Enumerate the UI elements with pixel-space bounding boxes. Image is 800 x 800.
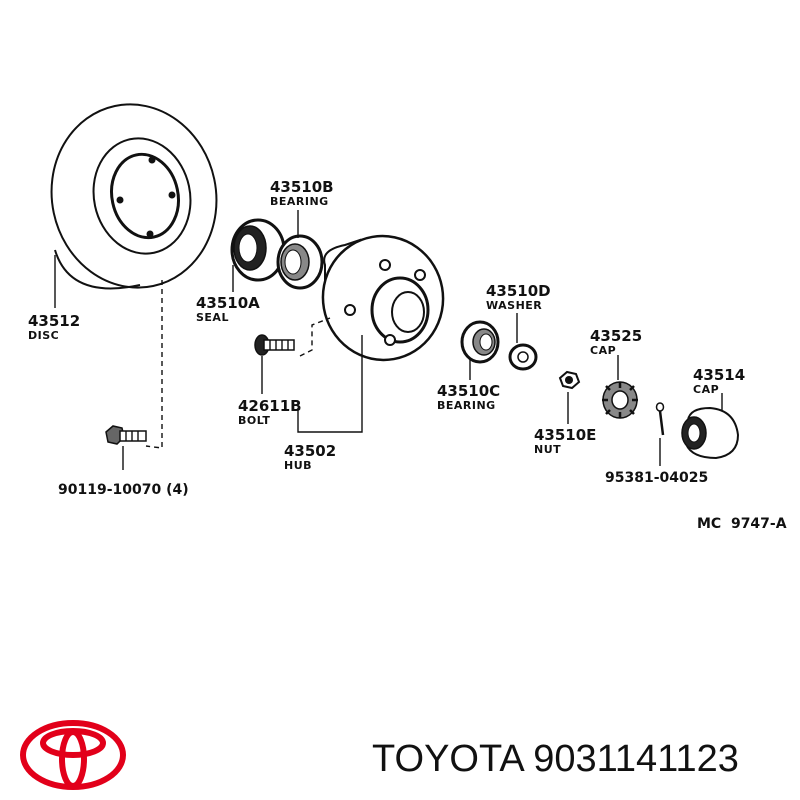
inner-bearing-drawing	[460, 320, 500, 364]
label-42611b-name: BOLT	[238, 414, 270, 427]
label-43514-number: 43514	[693, 366, 745, 384]
brand-and-part-number: TOYOTA 9031141123	[372, 738, 739, 781]
label-43525-name: CAP	[590, 344, 616, 357]
grease-cap-drawing	[681, 406, 740, 460]
brand-name: TOYOTA	[372, 738, 523, 780]
hub-drawing	[321, 234, 445, 362]
leader-lines	[54, 210, 723, 470]
label-43502-number: 43502	[284, 442, 336, 460]
label-43510d-name: WASHER	[486, 299, 542, 312]
brake-disc-drawing	[50, 103, 218, 290]
label-43510d-number: 43510D	[486, 282, 551, 300]
label-43510a-number: 43510A	[196, 294, 260, 312]
part-labels: 43512 DISC 43510B BEARING 43510A SEAL 43…	[28, 178, 787, 532]
disc-bolt-drawing	[105, 425, 147, 445]
label-95381-04025: 95381-04025	[605, 470, 708, 486]
toyota-logo-icon	[20, 720, 126, 790]
seal-drawing	[230, 218, 286, 282]
label-43510c-number: 43510C	[437, 382, 500, 400]
hub-bolt-drawing	[254, 334, 295, 356]
label-43514-name: CAP	[693, 383, 719, 396]
label-43510e-number: 43510E	[534, 426, 596, 444]
nut-drawing	[558, 370, 581, 390]
label-43502-name: HUB	[284, 459, 312, 472]
label-42611b-number: 42611B	[238, 397, 302, 415]
diagram-reference-code: MC 9747-A	[697, 516, 787, 532]
label-43510c-name: BEARING	[437, 399, 496, 412]
label-43510b-name: BEARING	[270, 195, 329, 208]
label-43512-number: 43512	[28, 312, 80, 330]
footer: TOYOTA 9031141123	[0, 700, 800, 800]
label-43510b-number: 43510B	[270, 178, 334, 196]
label-43512-name: DISC	[28, 329, 59, 342]
label-90119-10070: 90119-10070 (4)	[58, 482, 189, 498]
washer-drawing	[508, 343, 538, 371]
cotter-pin-drawing	[655, 402, 665, 436]
label-43525-number: 43525	[590, 327, 642, 345]
lock-cap-drawing	[602, 381, 638, 419]
part-number: 9031141123	[533, 738, 739, 780]
label-43510a-name: SEAL	[196, 311, 229, 324]
outer-bearing-drawing	[276, 234, 324, 290]
label-43510e-name: NUT	[534, 443, 561, 456]
